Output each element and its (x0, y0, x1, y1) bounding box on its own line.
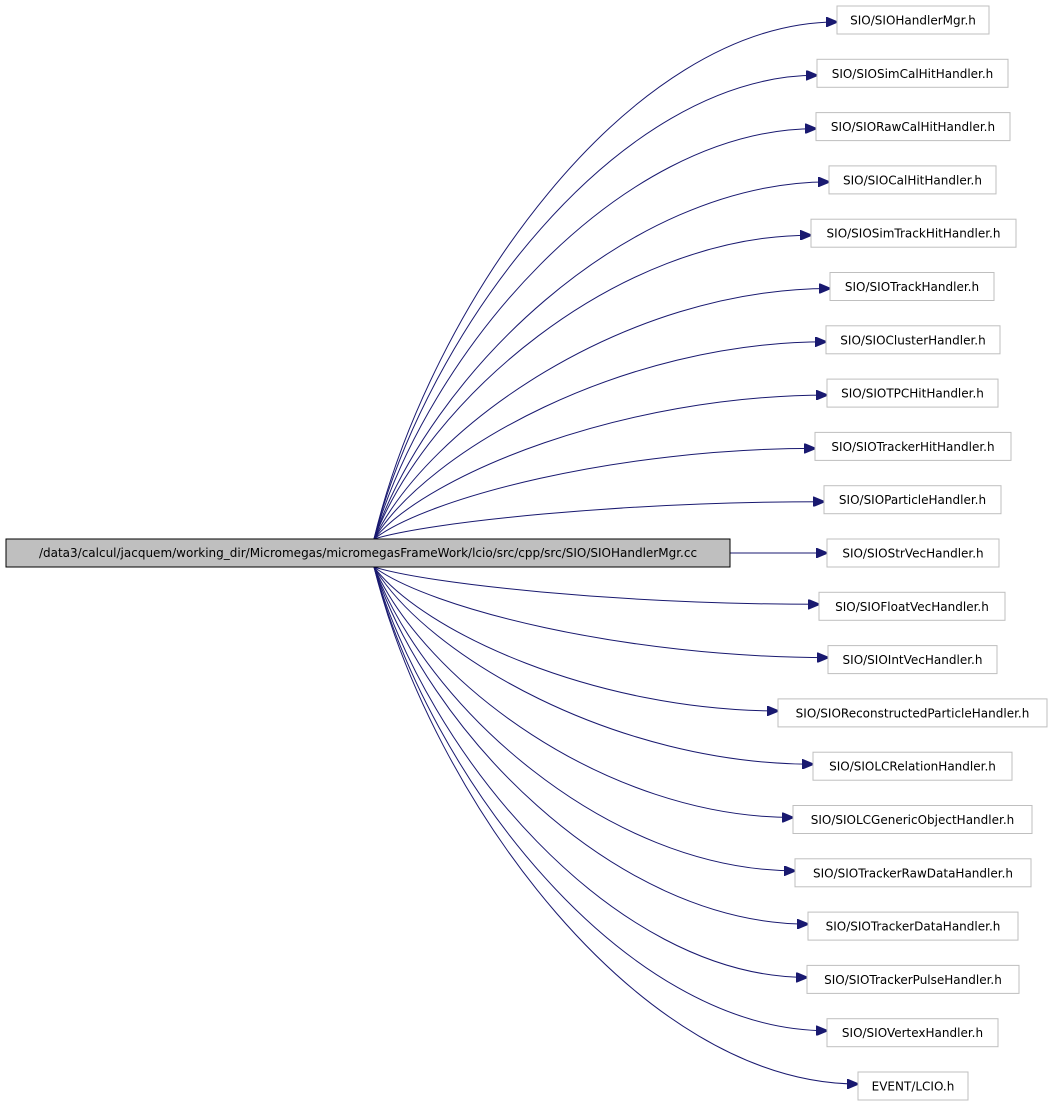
target-node[interactable]: SIO/SIOLCGenericObjectHandler.h (792, 805, 1033, 834)
target-node[interactable]: SIO/SIOTPCHitHandler.h (826, 378, 999, 408)
source-node-label: /data3/calcul/jacquem/working_dir/Microm… (39, 546, 697, 560)
include-edge (373, 566, 858, 1084)
target-node-box (825, 325, 1001, 355)
target-node-label: SIO/SIOTrackHandler.h (845, 280, 979, 294)
include-edge (373, 129, 816, 540)
target-node-label: EVENT/LCIO.h (872, 1080, 955, 1094)
edge-group (373, 22, 858, 1084)
target-node[interactable]: SIO/SIOTrackerHitHandler.h (814, 431, 1012, 461)
target-node-label: SIO/SIOClusterHandler.h (840, 333, 985, 347)
target-node-box (792, 805, 1033, 834)
include-edge (373, 235, 811, 540)
target-node-box (777, 698, 1048, 728)
target-node-box (826, 1018, 999, 1048)
target-node[interactable]: SIO/SIORawCalHitHandler.h (815, 112, 1011, 142)
target-node-label: SIO/SIOTrackerDataHandler.h (826, 920, 1001, 934)
include-edge (373, 502, 824, 540)
target-node[interactable]: SIO/SIOFloatVecHandler.h (818, 591, 1006, 621)
target-node-box (857, 1071, 969, 1101)
target-node[interactable]: SIO/SIOIntVecHandler.h (827, 645, 998, 675)
target-node-label: SIO/SIOTrackerPulseHandler.h (824, 973, 1002, 987)
include-edge (373, 566, 778, 711)
include-edge (373, 566, 827, 1031)
include-edge (373, 566, 795, 871)
source-node-box (5, 538, 731, 568)
include-edge (373, 182, 829, 540)
target-node-box (826, 538, 1000, 568)
target-node-box (807, 911, 1019, 941)
target-node[interactable]: SIO/SIOSimTrackHitHandler.h (810, 218, 1017, 248)
target-node[interactable]: EVENT/LCIO.h (857, 1071, 969, 1101)
target-node-box (827, 645, 998, 675)
target-node[interactable]: SIO/SIOClusterHandler.h (825, 325, 1001, 355)
target-node[interactable]: SIO/SIOTrackHandler.h (829, 272, 995, 301)
target-node-label: SIO/SIOStrVecHandler.h (842, 547, 983, 561)
target-node[interactable]: SIO/SIOVertexHandler.h (826, 1018, 999, 1048)
include-edge (373, 566, 807, 977)
include-edge (373, 448, 815, 540)
include-edge (373, 395, 827, 540)
include-edge (373, 342, 826, 540)
target-node-box (815, 112, 1011, 142)
target-node[interactable]: SIO/SIOHandlerMgr.h (836, 5, 990, 35)
target-node-label: SIO/SIOVertexHandler.h (842, 1026, 983, 1040)
include-edge (373, 566, 813, 764)
include-edge (373, 566, 793, 818)
target-node-label: SIO/SIOTPCHitHandler.h (841, 387, 984, 401)
target-node[interactable]: SIO/SIOTrackerRawDataHandler.h (794, 858, 1032, 888)
target-node-box (794, 858, 1032, 888)
include-edge (373, 566, 808, 924)
target-node[interactable]: SIO/SIOParticleHandler.h (823, 485, 1002, 515)
target-node-group: SIO/SIOHandlerMgr.hSIO/SIOSimCalHitHandl… (777, 5, 1048, 1101)
target-node[interactable]: SIO/SIOTrackerDataHandler.h (807, 911, 1019, 941)
target-node-box (816, 58, 1009, 88)
include-edge (373, 22, 837, 540)
target-node-label: SIO/SIOIntVecHandler.h (843, 653, 983, 667)
target-node-label: SIO/SIOTrackerRawDataHandler.h (813, 866, 1013, 880)
include-edge (373, 566, 819, 604)
target-node-box (810, 218, 1017, 248)
target-node[interactable]: SIO/SIOCalHitHandler.h (828, 165, 997, 195)
target-node[interactable]: SIO/SIOLCRelationHandler.h (812, 751, 1013, 781)
target-node-box (829, 272, 995, 301)
target-node-label: SIO/SIOReconstructedParticleHandler.h (796, 706, 1030, 720)
target-node-label: SIO/SIORawCalHitHandler.h (831, 120, 995, 134)
include-edge (373, 566, 828, 658)
target-node-label: SIO/SIOLCGenericObjectHandler.h (811, 813, 1015, 827)
target-node-label: SIO/SIOParticleHandler.h (839, 493, 986, 507)
target-node-box (818, 591, 1006, 621)
target-node-box (828, 165, 997, 195)
target-node[interactable]: SIO/SIOStrVecHandler.h (826, 538, 1000, 568)
target-node-label: SIO/SIOSimTrackHitHandler.h (827, 227, 1001, 241)
target-node-box (814, 431, 1012, 461)
target-node[interactable]: SIO/SIOTrackerPulseHandler.h (806, 964, 1020, 994)
target-node-box (806, 964, 1020, 994)
target-node-label: SIO/SIOFloatVecHandler.h (835, 600, 989, 614)
target-node-box (823, 485, 1002, 515)
include-edge (373, 289, 830, 540)
source-node[interactable]: /data3/calcul/jacquem/working_dir/Microm… (5, 538, 731, 568)
target-node-label: SIO/SIOHandlerMgr.h (850, 14, 976, 28)
target-node-box (836, 5, 990, 35)
target-node-label: SIO/SIOLCRelationHandler.h (829, 760, 996, 774)
target-node[interactable]: SIO/SIOReconstructedParticleHandler.h (777, 698, 1048, 728)
target-node-box (812, 751, 1013, 781)
target-node-label: SIO/SIOTrackerHitHandler.h (831, 440, 994, 454)
target-node-box (826, 378, 999, 408)
target-node-label: SIO/SIOSimCalHitHandler.h (832, 67, 994, 81)
target-node[interactable]: SIO/SIOSimCalHitHandler.h (816, 58, 1009, 88)
target-node-label: SIO/SIOCalHitHandler.h (843, 173, 982, 187)
include-edge (373, 75, 817, 540)
